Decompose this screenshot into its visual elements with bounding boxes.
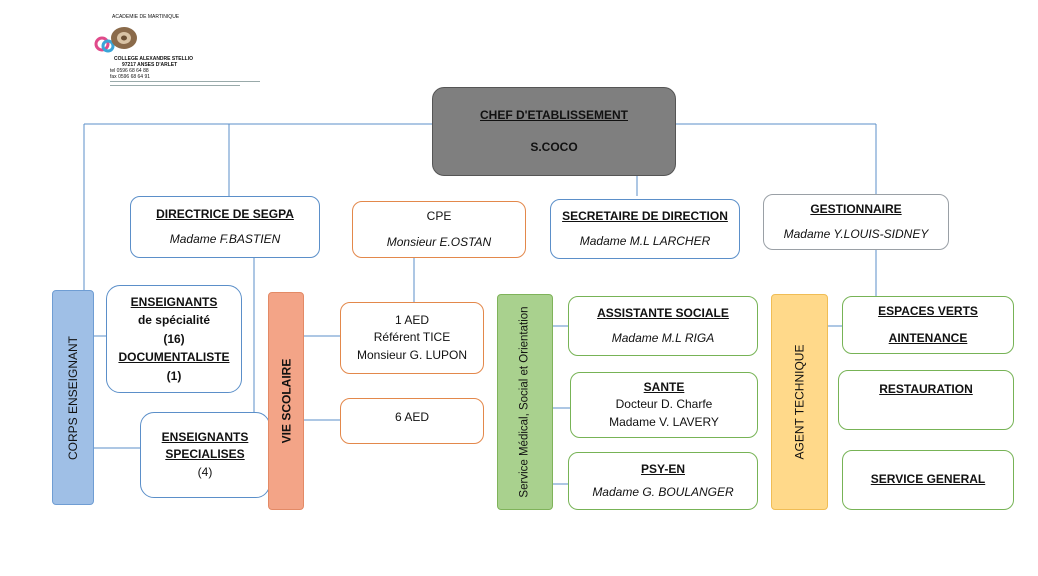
corps-enseignant-label: CORPS ENSEIGNANT <box>66 335 80 460</box>
logo-tel: 0596 68 64 88 <box>116 68 149 74</box>
sante-title: SANTE <box>643 379 685 394</box>
service-medical-label: Service Médical, Social et Orientation <box>519 306 531 498</box>
aed-referent-box: 1 AED Référent TICE Monsieur G. LUPON <box>340 302 484 374</box>
school-emblem-icon <box>94 27 137 53</box>
enseignants-specialises-line2: SPECIALISES <box>165 447 245 462</box>
restauration-title: RESTAURATION <box>879 382 973 396</box>
six-aed-label: 6 AED <box>394 410 430 424</box>
school-logo: ACADEMIE DE MARTINIQUE COLLEGE ALEXANDRE… <box>88 10 268 90</box>
logo-school: COLLEGE ALEXANDRE STELLIO <box>114 56 193 62</box>
gestionnaire-title: GESTIONNAIRE <box>810 201 902 216</box>
secretaire-title: SECRETAIRE DE DIRECTION <box>562 208 728 223</box>
aed-line1: 1 AED <box>394 312 430 327</box>
logo-address: 97217 ANSES D'ARLET <box>122 62 178 68</box>
logo-fax: 0596 68 64 91 <box>118 74 151 80</box>
service-general-title: SERVICE GENERAL <box>870 472 986 487</box>
aed-line3: Monsieur G. LUPON <box>356 347 468 362</box>
chef-box: CHEF D'ETABLISSEMENT S.COCO <box>432 87 676 176</box>
service-general-box: SERVICE GENERAL <box>842 450 1014 510</box>
logo-academy: ACADEMIE DE MARTINIQUE <box>112 14 180 20</box>
six-aed-box: 6 AED <box>340 398 484 444</box>
cpe-name: Monsieur E.OSTAN <box>386 234 492 249</box>
espaces-line2: AINTENANCE <box>888 331 968 345</box>
corps-enseignant-bar: CORPS ENSEIGNANT <box>52 290 94 505</box>
psy-name: Madame G. BOULANGER <box>592 485 734 499</box>
assistante-name: Madame M.L RIGA <box>611 331 715 345</box>
restauration-box: RESTAURATION <box>838 370 1014 430</box>
vie-scolaire-label: VIE SCOLAIRE <box>279 358 293 444</box>
secretaire-name: Madame M.L LARCHER <box>579 234 711 248</box>
segpa-title: DIRECTRICE DE SEGPA <box>156 206 294 221</box>
espaces-line1: ESPACES VERTS <box>878 303 978 318</box>
segpa-box: DIRECTRICE DE SEGPA Madame F.BASTIEN <box>130 196 320 258</box>
documentaliste-label: DOCUMENTALISTE <box>118 350 230 365</box>
enseignants-specialises-line1: ENSEIGNANTS <box>161 429 249 444</box>
agent-technique-bar: AGENT TECHNIQUE <box>771 294 828 510</box>
sante-box: SANTE Docteur D. Charfe Madame V. LAVERY <box>570 372 758 438</box>
secretaire-box: SECRETAIRE DE DIRECTION Madame M.L LARCH… <box>550 199 740 259</box>
documentaliste-count: (1) <box>166 368 182 383</box>
sante-line2: Madame V. LAVERY <box>609 414 719 429</box>
service-medical-bar: Service Médical, Social et Orientation <box>497 294 553 510</box>
enseignants-specialite-count: (16) <box>163 331 185 346</box>
agent-technique-label: AGENT TECHNIQUE <box>792 344 807 460</box>
vie-scolaire-bar: VIE SCOLAIRE <box>268 292 304 510</box>
espaces-verts-box: ESPACES VERTS AINTENANCE <box>842 296 1014 354</box>
enseignants-specialite-line1: ENSEIGNANTS <box>130 294 218 309</box>
gestionnaire-name: Madame Y.LOUIS-SIDNEY <box>783 227 929 241</box>
psy-title: PSY-EN <box>640 461 685 476</box>
assistante-title: ASSISTANTE SOCIALE <box>597 305 729 320</box>
cpe-box: CPE Monsieur E.OSTAN <box>352 201 526 258</box>
assistante-sociale-box: ASSISTANTE SOCIALE Madame M.L RIGA <box>568 296 758 356</box>
cpe-title: CPE <box>426 209 452 224</box>
sante-line1: Docteur D. Charfe <box>615 397 713 412</box>
chef-name: S.COCO <box>530 139 578 154</box>
enseignants-specialises-count: (4) <box>197 464 213 479</box>
chef-title: CHEF D'ETABLISSEMENT <box>480 108 628 123</box>
segpa-name: Madame F.BASTIEN <box>169 232 281 246</box>
psy-en-box: PSY-EN Madame G. BOULANGER <box>568 452 758 510</box>
aed-line2: Référent TICE <box>373 330 451 345</box>
enseignants-specialite-box: ENSEIGNANTS de spécialité (16) DOCUMENTA… <box>106 285 242 393</box>
enseignants-specialite-line2: de spécialité <box>137 313 211 328</box>
enseignants-specialises-box: ENSEIGNANTS SPECIALISES (4) <box>140 412 270 498</box>
gestionnaire-box: GESTIONNAIRE Madame Y.LOUIS-SIDNEY <box>763 194 949 250</box>
